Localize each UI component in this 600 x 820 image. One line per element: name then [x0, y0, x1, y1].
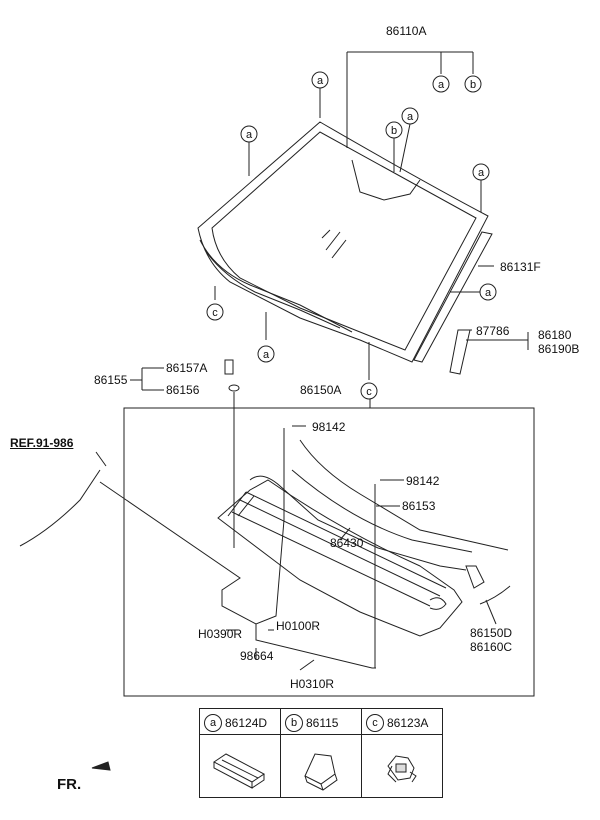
legend-table: a 86124D b 86115 c 86123A	[199, 708, 443, 798]
legend-code-a: 86124D	[225, 715, 268, 730]
label-98142-upper: 98142	[312, 420, 346, 434]
cowl-box	[123, 407, 535, 697]
callout-a-3: a	[407, 111, 414, 123]
rubber-pad-icon	[304, 753, 338, 791]
label-H0390R: H0390R	[198, 627, 243, 641]
label-86150A: 86150A	[300, 383, 342, 397]
label-86160C: 86160C	[470, 640, 513, 654]
label-86157A: 86157A	[166, 361, 208, 375]
legend-cell-c: c 86123A	[362, 709, 442, 797]
sunband	[351, 159, 421, 201]
label-86110A: 86110A	[386, 24, 427, 38]
label-86156: 86156	[166, 383, 200, 397]
callout-a-1: a	[317, 75, 324, 87]
label-86180: 86180	[538, 328, 572, 342]
label-H0100R: H0100R	[276, 619, 321, 633]
windshield-outline	[197, 121, 489, 363]
clip-fastener-icon	[387, 755, 417, 783]
cowl-panel	[217, 479, 463, 637]
label-87786: 87786	[476, 324, 510, 338]
label-86131F: 86131F	[500, 260, 541, 274]
legend-code-b: 86115	[306, 715, 339, 730]
label-98142-right: 98142	[406, 474, 440, 488]
legend-head-a: a 86124D	[200, 711, 280, 735]
callout-a-6: a	[485, 287, 492, 299]
label-H0310R: H0310R	[290, 677, 335, 691]
callout-circles: a a b a a a b a a c c	[206, 71, 497, 400]
legend-letter-b: b	[285, 713, 303, 732]
callout-a-4: a	[478, 167, 485, 179]
label-86150D: 86150D	[470, 626, 513, 640]
legend-cell-a: a 86124D	[200, 709, 281, 797]
callout-a-7: a	[263, 349, 270, 361]
callout-b-1: b	[391, 125, 397, 137]
legend-cell-b: b 86115	[281, 709, 362, 797]
callout-c-2: c	[366, 386, 372, 398]
callout-b-2: b	[470, 79, 476, 91]
front-direction-label: FR.	[57, 776, 82, 793]
legend-letter-a: a	[204, 713, 222, 732]
legend-head-c: c 86123A	[362, 711, 442, 735]
callout-c-1: c	[212, 307, 218, 319]
label-98664: 98664	[240, 649, 274, 663]
label-86155: 86155	[94, 373, 128, 387]
callout-a-2: a	[246, 129, 253, 141]
legend-head-b: b 86115	[281, 711, 361, 735]
label-86153: 86153	[402, 499, 436, 513]
label-86430: 86430	[330, 536, 364, 550]
foam-strip-icon	[213, 753, 265, 789]
ref-link[interactable]: REF.91-986	[10, 436, 74, 450]
legend-letter-c: c	[366, 713, 384, 732]
windshield-inner	[211, 131, 477, 351]
legend-code-c: 86123A	[387, 715, 429, 730]
label-86190B: 86190B	[538, 342, 580, 356]
callout-a-5: a	[438, 79, 445, 91]
